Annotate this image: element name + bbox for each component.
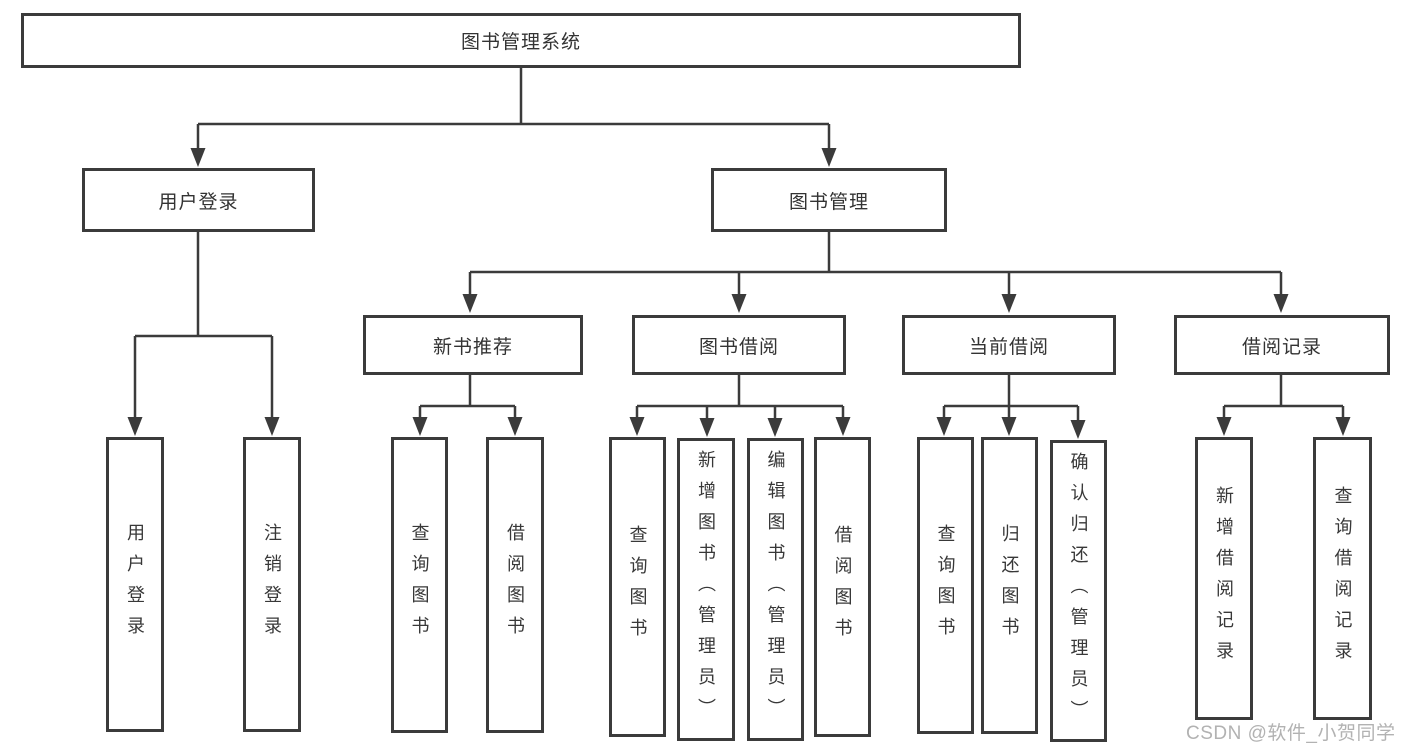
node-current-borrow: 当前借阅 — [902, 315, 1116, 375]
leaf-user-login: 用户登录 — [106, 437, 164, 732]
leaf-query-book-borrow: 查询图书 — [609, 437, 666, 737]
leaf-return-book-label: 归还图书 — [999, 523, 1020, 648]
leaf-edit-book-admin: 编辑图书（管理员） — [747, 438, 804, 741]
leaf-add-borrow-record: 新增借阅记录 — [1195, 437, 1253, 720]
leaf-add-book-admin-label: 新增图书（管理员） — [696, 450, 716, 729]
leaf-confirm-return-admin: 确认归还（管理员） — [1050, 440, 1107, 742]
leaf-query-book-newbook-label: 查询图书 — [409, 523, 430, 647]
leaf-logout: 注销登录 — [243, 437, 301, 732]
leaf-user-login-label: 用户登录 — [125, 522, 145, 647]
node-book-mgmt-label: 图书管理 — [788, 191, 869, 213]
leaf-return-book: 归还图书 — [981, 437, 1038, 734]
node-book-borrow-label: 图书借阅 — [698, 336, 779, 358]
leaf-logout-label: 注销登录 — [262, 522, 282, 647]
leaf-borrow-book-borrow-label: 借阅图书 — [832, 525, 853, 649]
node-borrow-records: 借阅记录 — [1174, 315, 1390, 375]
node-borrow-records-label: 借阅记录 — [1241, 336, 1322, 358]
node-book-borrow: 图书借阅 — [632, 315, 846, 375]
leaf-borrow-book-newbook: 借阅图书 — [486, 437, 544, 733]
node-new-book-rec: 新书推荐 — [363, 315, 583, 375]
node-user-login: 用户登录 — [82, 168, 315, 232]
leaf-borrow-book-newbook-label: 借阅图书 — [505, 523, 525, 647]
leaf-confirm-return-admin-label: 确认归还（管理员） — [1068, 451, 1089, 731]
leaf-query-book-current: 查询图书 — [917, 437, 974, 734]
csdn-watermark: CSDN @软件_小贺同学 — [1186, 723, 1396, 744]
leaf-query-book-current-label: 查询图书 — [935, 523, 956, 648]
leaf-borrow-book-borrow: 借阅图书 — [814, 437, 871, 737]
leaf-query-book-borrow-label: 查询图书 — [627, 525, 648, 649]
node-book-mgmt: 图书管理 — [711, 168, 947, 232]
node-user-login-label: 用户登录 — [158, 191, 239, 213]
leaf-add-borrow-record-label: 新增借阅记录 — [1214, 485, 1234, 672]
node-current-borrow-label: 当前借阅 — [968, 336, 1049, 358]
leaf-add-book-admin: 新增图书（管理员） — [677, 438, 735, 741]
node-new-book-rec-label: 新书推荐 — [432, 336, 513, 358]
leaf-edit-book-admin-label: 编辑图书（管理员） — [765, 450, 786, 729]
leaf-query-book-newbook: 查询图书 — [391, 437, 448, 733]
leaf-query-borrow-record-label: 查询借阅记录 — [1332, 485, 1353, 672]
leaf-query-borrow-record: 查询借阅记录 — [1313, 437, 1372, 720]
node-root-label: 图书管理系统 — [460, 32, 581, 53]
arrowheads — [127, 148, 1351, 439]
node-root: 图书管理系统 — [21, 13, 1021, 68]
